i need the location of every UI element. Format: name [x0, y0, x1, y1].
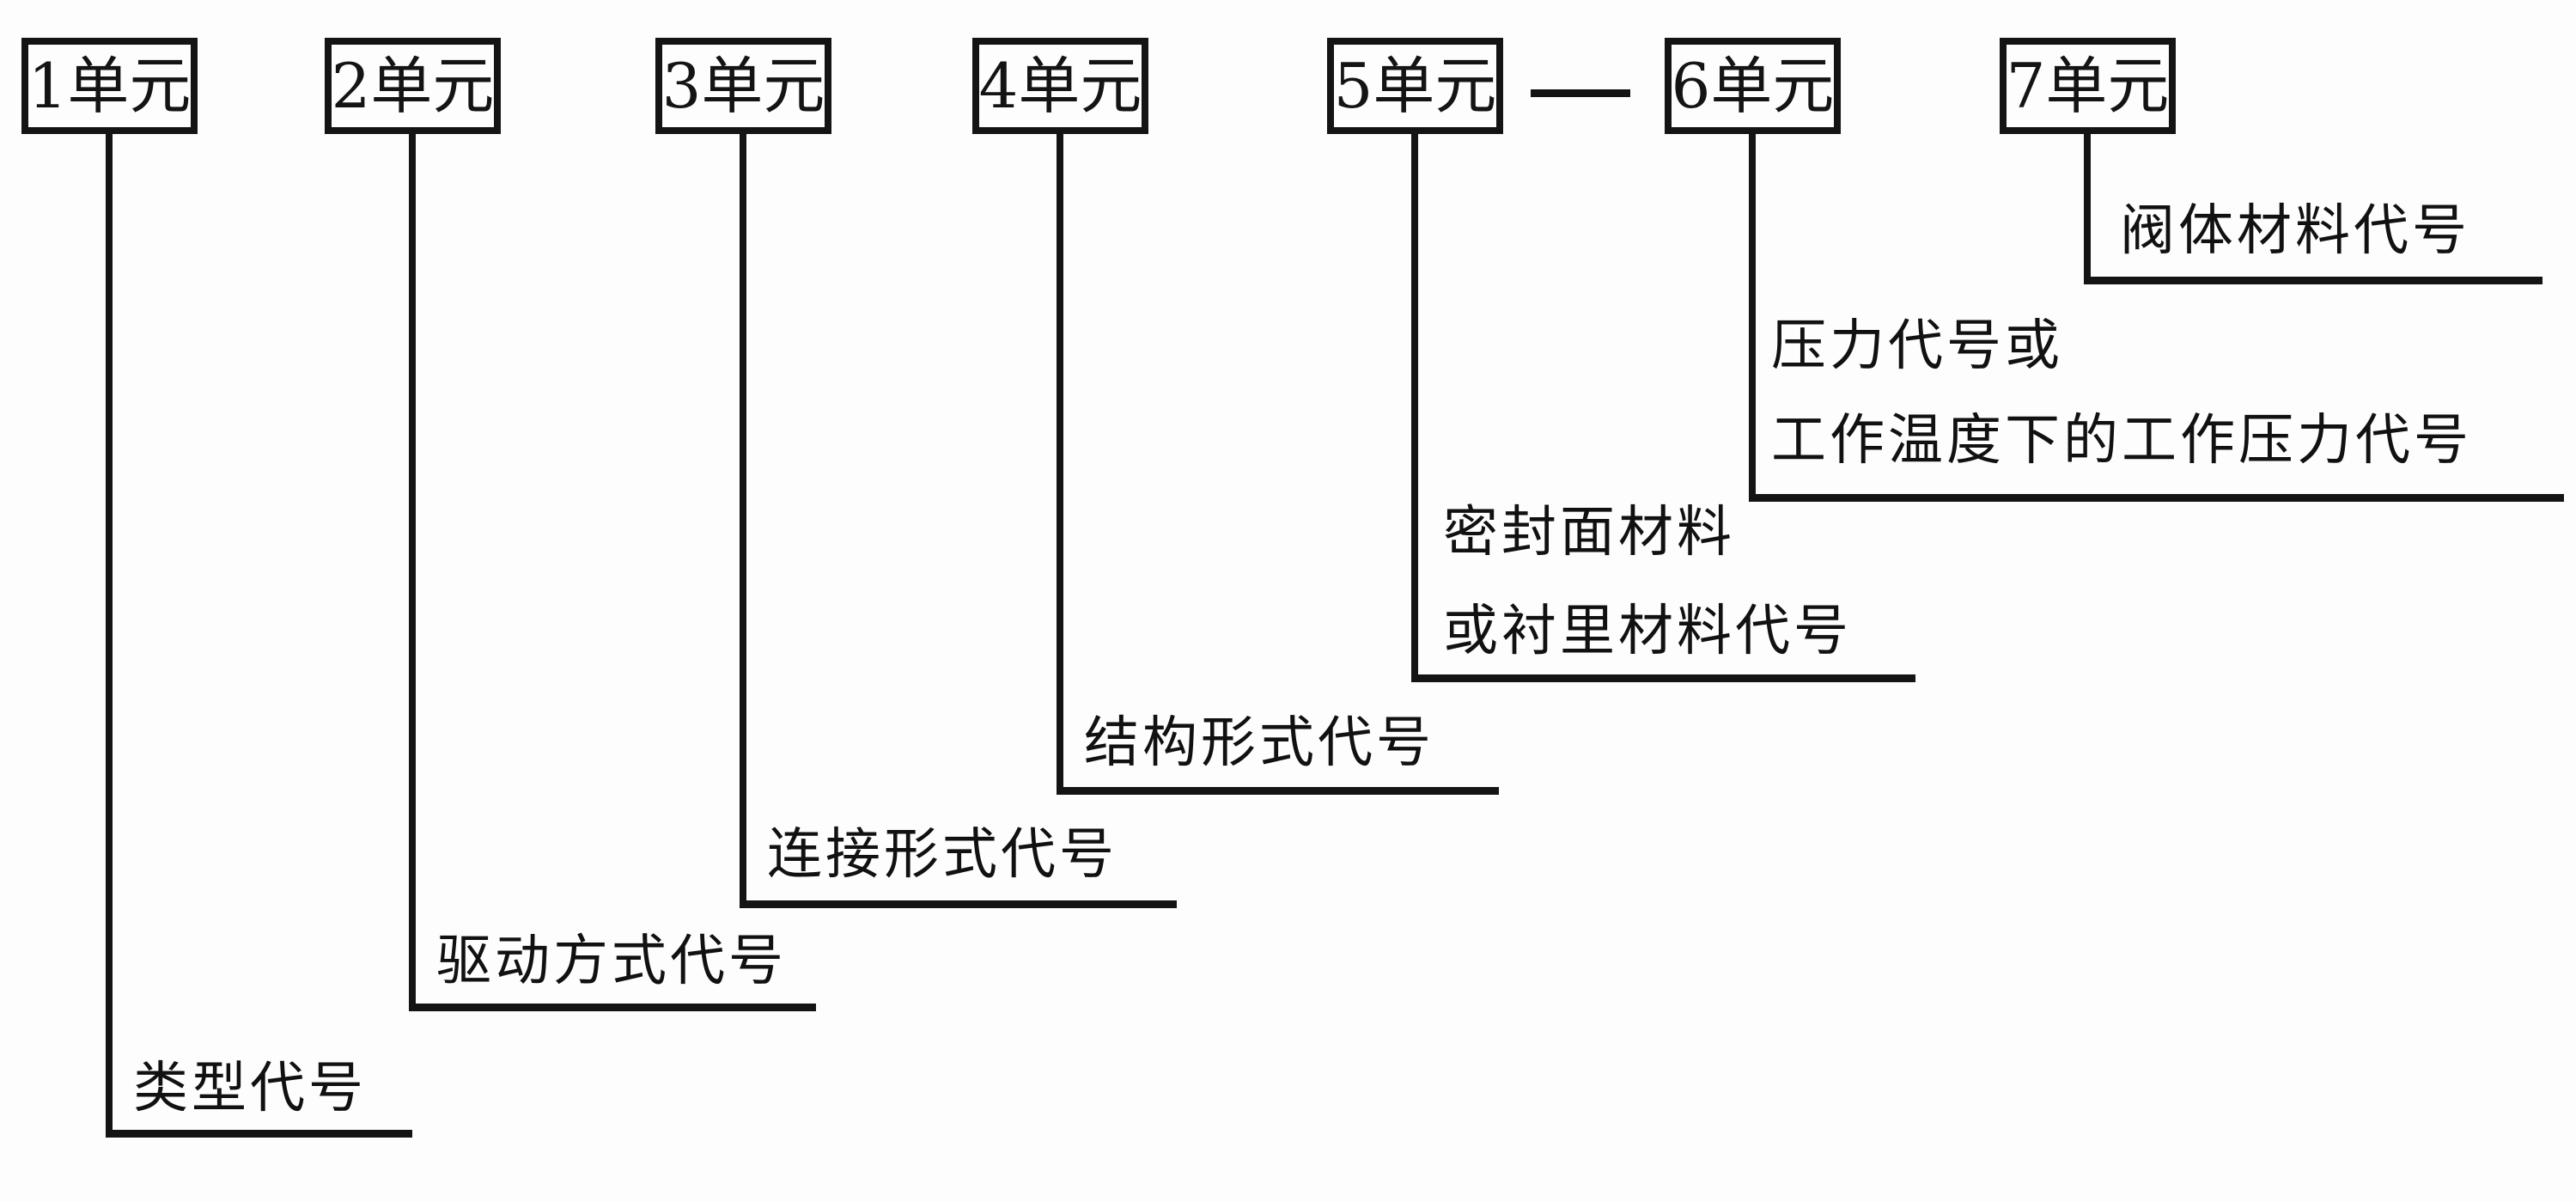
- unit-7-box: 7单元: [2000, 38, 2176, 134]
- unit-1-box-label: 1单元: [27, 50, 192, 122]
- unit-4-box: 4单元: [972, 38, 1148, 134]
- unit-4-connector-line: [1057, 129, 1063, 794]
- unit-3-label: 连接形式代号: [767, 823, 1117, 887]
- unit-5-label-underline: [1411, 674, 1915, 682]
- unit-1-connector-line: [106, 129, 113, 1137]
- unit-6-box: 6单元: [1665, 38, 1841, 134]
- unit-5-box: 5单元: [1327, 38, 1503, 134]
- unit-3-label-underline: [740, 900, 1177, 908]
- unit-3-box: 3单元: [655, 38, 831, 134]
- unit-4-label-underline: [1057, 787, 1499, 795]
- unit-1-label-underline: [106, 1130, 412, 1138]
- unit-7-connector-line: [2084, 129, 2091, 284]
- unit-2-box-label: 2单元: [331, 50, 495, 122]
- unit-7-label-underline: [2084, 277, 2543, 284]
- unit-6-connector-line: [1749, 129, 1756, 501]
- unit-1-box: 1单元: [21, 38, 198, 134]
- unit-2-label: 驱动方式代号: [436, 930, 787, 993]
- unit-5-label-line-1: 密封面材料: [1443, 501, 1735, 564]
- unit-7-box-label: 7单元: [2006, 50, 2170, 122]
- unit-7-label: 阀体材料代号: [2120, 199, 2470, 263]
- unit-3-box-label: 3单元: [661, 50, 825, 122]
- unit-3-connector-line: [740, 129, 746, 907]
- unit-6-label-line-2: 工作温度下的工作压力代号: [1771, 409, 2472, 473]
- unit-4-box-label: 4单元: [978, 50, 1142, 122]
- unit-2-box: 2单元: [325, 38, 501, 134]
- unit-2-connector-line: [409, 129, 416, 1010]
- unit-6-box-label: 6单元: [1671, 50, 1835, 122]
- unit-6-label-line-1: 压力代号或: [1771, 314, 2063, 378]
- unit-5-label-line-2: 或衬里材料代号: [1443, 600, 1852, 663]
- unit-2-label-underline: [409, 1004, 816, 1011]
- unit-5-connector-line: [1411, 129, 1418, 681]
- unit-1-label: 类型代号: [133, 1057, 367, 1120]
- unit-6-label-underline: [1749, 494, 2564, 502]
- unit5-unit6-dash-connector: [1531, 89, 1630, 97]
- unit-5-box-label: 5单元: [1333, 50, 1497, 122]
- unit-4-label: 结构形式代号: [1084, 711, 1434, 775]
